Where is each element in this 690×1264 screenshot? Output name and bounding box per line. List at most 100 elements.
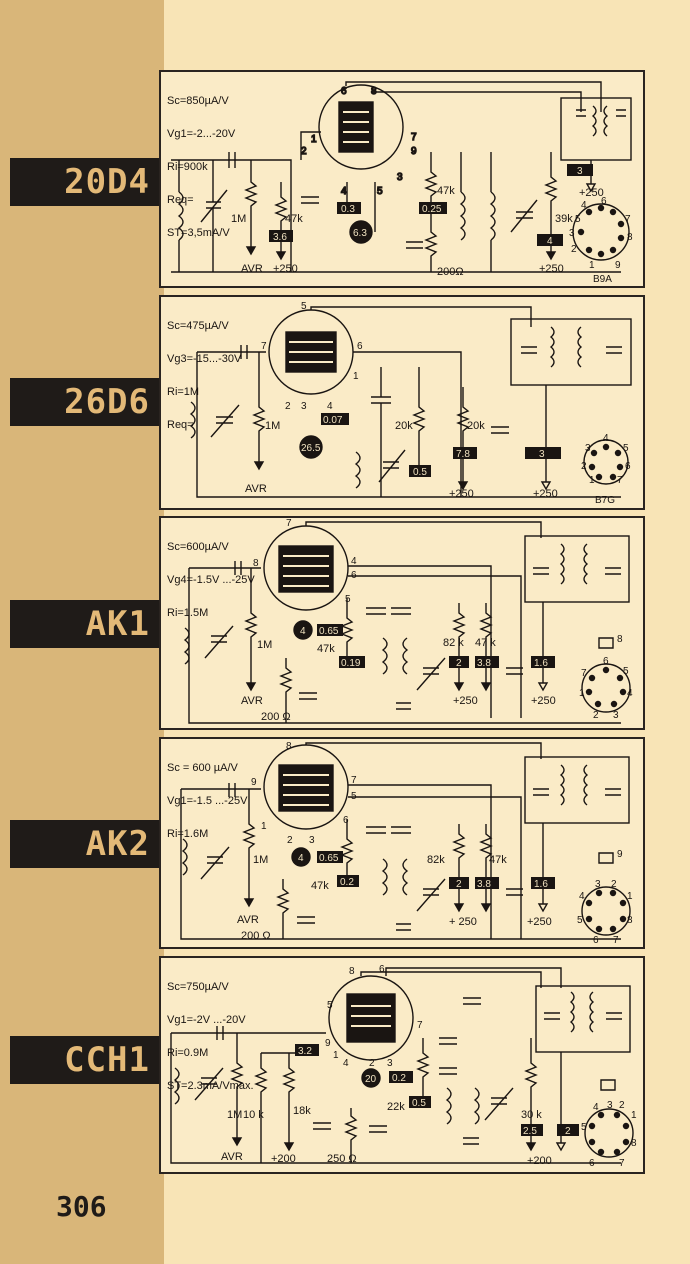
- if-coils: [559, 764, 589, 806]
- if-capacitors: [576, 109, 626, 117]
- component-value: 47k: [489, 854, 507, 866]
- spec-line: Vg1=-2...-20V: [167, 128, 236, 140]
- circuit-panel-cch1: Sc=750µA/V Vg1=-2V ...-20V Ri=0.9M ST=2.…: [159, 956, 645, 1174]
- wire: [346, 182, 376, 232]
- grid-resistor: [242, 789, 256, 899]
- if-supply: [540, 385, 552, 491]
- resistor-20k: [412, 367, 426, 467]
- pin-number: 3: [387, 1058, 393, 1069]
- base-pin-label: 1: [631, 1110, 637, 1121]
- capacitor: [396, 923, 411, 931]
- base-pin-label: 4: [593, 1102, 599, 1113]
- heater-voltage: 26.5: [301, 443, 321, 454]
- bus-line: [180, 789, 621, 940]
- cathode-capacitor: [297, 916, 315, 924]
- pin-number: 9: [325, 1038, 331, 1049]
- pin-number: 5: [377, 186, 383, 197]
- spec-line: Sc=850µA/V: [167, 95, 229, 107]
- base-pin-label: 6: [603, 656, 609, 667]
- current-box: [321, 413, 349, 425]
- wire: [310, 306, 532, 327]
- component-value: AVR: [245, 483, 267, 495]
- component-value: +250: [453, 695, 478, 707]
- heater-voltage: 4: [298, 853, 304, 864]
- pin-number: 6: [379, 964, 385, 975]
- current-box: [521, 1124, 543, 1136]
- component-value: AVR: [241, 695, 263, 707]
- cathode-resistor: [276, 879, 290, 939]
- component-value: 47k: [437, 185, 455, 197]
- current-box: [525, 447, 561, 459]
- circuit-panel-26d6: Sc=475µA/V Vg3=-15...-30V Ri=1M Req=: [159, 295, 645, 510]
- tube-base: [581, 886, 631, 936]
- component-value: 39k: [555, 213, 573, 225]
- input-coil: [183, 627, 190, 665]
- pin-number: 6: [357, 341, 363, 352]
- wire: [305, 742, 542, 759]
- cathode-symbol: [291, 847, 311, 867]
- pin-number: 1: [333, 1050, 339, 1061]
- spec-line: Sc=600µA/V: [167, 541, 229, 553]
- current-box: [531, 877, 555, 889]
- resistor-82k: [452, 824, 466, 904]
- variable-capacitor: [510, 199, 538, 233]
- current-box: [557, 1124, 579, 1136]
- current-value: 0.25: [422, 204, 442, 215]
- if-coils: [549, 326, 583, 368]
- capacitor: [463, 1137, 479, 1145]
- component-value: 200Ω: [437, 266, 464, 278]
- pin-number: 2: [285, 401, 291, 412]
- if-capacitors: [544, 1012, 622, 1020]
- wire: [385, 967, 562, 988]
- base-pin-label: 6: [625, 461, 631, 472]
- component-value: +250: [539, 263, 564, 275]
- base-pin-label: 3: [607, 1100, 613, 1111]
- tube-envelope: [328, 975, 414, 1061]
- component-value: 200 Ω: [261, 711, 291, 723]
- spec-line: ST=2.3mA/Vmax.: [167, 1080, 254, 1092]
- base-pin-label: 5: [577, 915, 583, 926]
- pin-number: 2: [301, 146, 307, 157]
- bus-line: [188, 568, 621, 724]
- base-pin-label: 7: [613, 935, 619, 946]
- pin-number: 3: [301, 401, 307, 412]
- base-pin-label: 6: [601, 196, 607, 207]
- pin-number: 8: [349, 966, 355, 977]
- resistor-30k: [524, 1038, 538, 1143]
- if-coils: [559, 543, 589, 585]
- schematic-diagram: 6 8 1 2 7 9 4 5 3 1M 47k AVR +250 47k 20…: [171, 81, 633, 285]
- wire: [300, 131, 321, 160]
- variable-capacitor: [484, 1087, 514, 1121]
- pin-number: 2: [369, 1058, 375, 1069]
- component-value: 47 k: [475, 637, 496, 649]
- supply-arrow: [480, 903, 492, 913]
- base-pin-label: 2: [593, 710, 599, 721]
- spec-line: ST=3,5mA/V: [167, 227, 230, 239]
- coupling-capacitor: [240, 345, 248, 359]
- osc-capacitors: [366, 607, 411, 615]
- current-box: [317, 624, 343, 636]
- cathode-symbol: [293, 620, 313, 640]
- capacitor: [463, 997, 481, 1005]
- spec-block: Sc=475µA/V Vg3=-15...-30V Ri=1M Req=: [167, 299, 241, 453]
- oscillator-resistor: [544, 152, 558, 252]
- if-capacitors: [533, 567, 621, 575]
- screen-resistor: [274, 182, 288, 252]
- spec-line: Ri=0.9M: [167, 1047, 209, 1059]
- if-supply: [537, 823, 549, 913]
- spec-block: Sc=600µA/V Vg4=-1.5V ...-25V Ri=1.5M: [167, 520, 255, 641]
- current-value: 0.5: [412, 1098, 426, 1109]
- coupling-capacitor: [228, 783, 236, 797]
- spec-line: Vg1=-2V ...-20V: [167, 1014, 246, 1026]
- current-value: 3.2: [298, 1046, 312, 1057]
- osc-coils: [381, 858, 409, 896]
- capacitor: [491, 426, 509, 434]
- pin-number: 9: [411, 146, 417, 157]
- variable-capacitor: [200, 846, 230, 880]
- if-coils: [591, 105, 609, 137]
- pin-number: 6: [341, 86, 347, 97]
- base-pin-label: 9: [615, 260, 621, 271]
- resistor-82k: [452, 603, 466, 683]
- base-pin-label: 7: [617, 475, 623, 486]
